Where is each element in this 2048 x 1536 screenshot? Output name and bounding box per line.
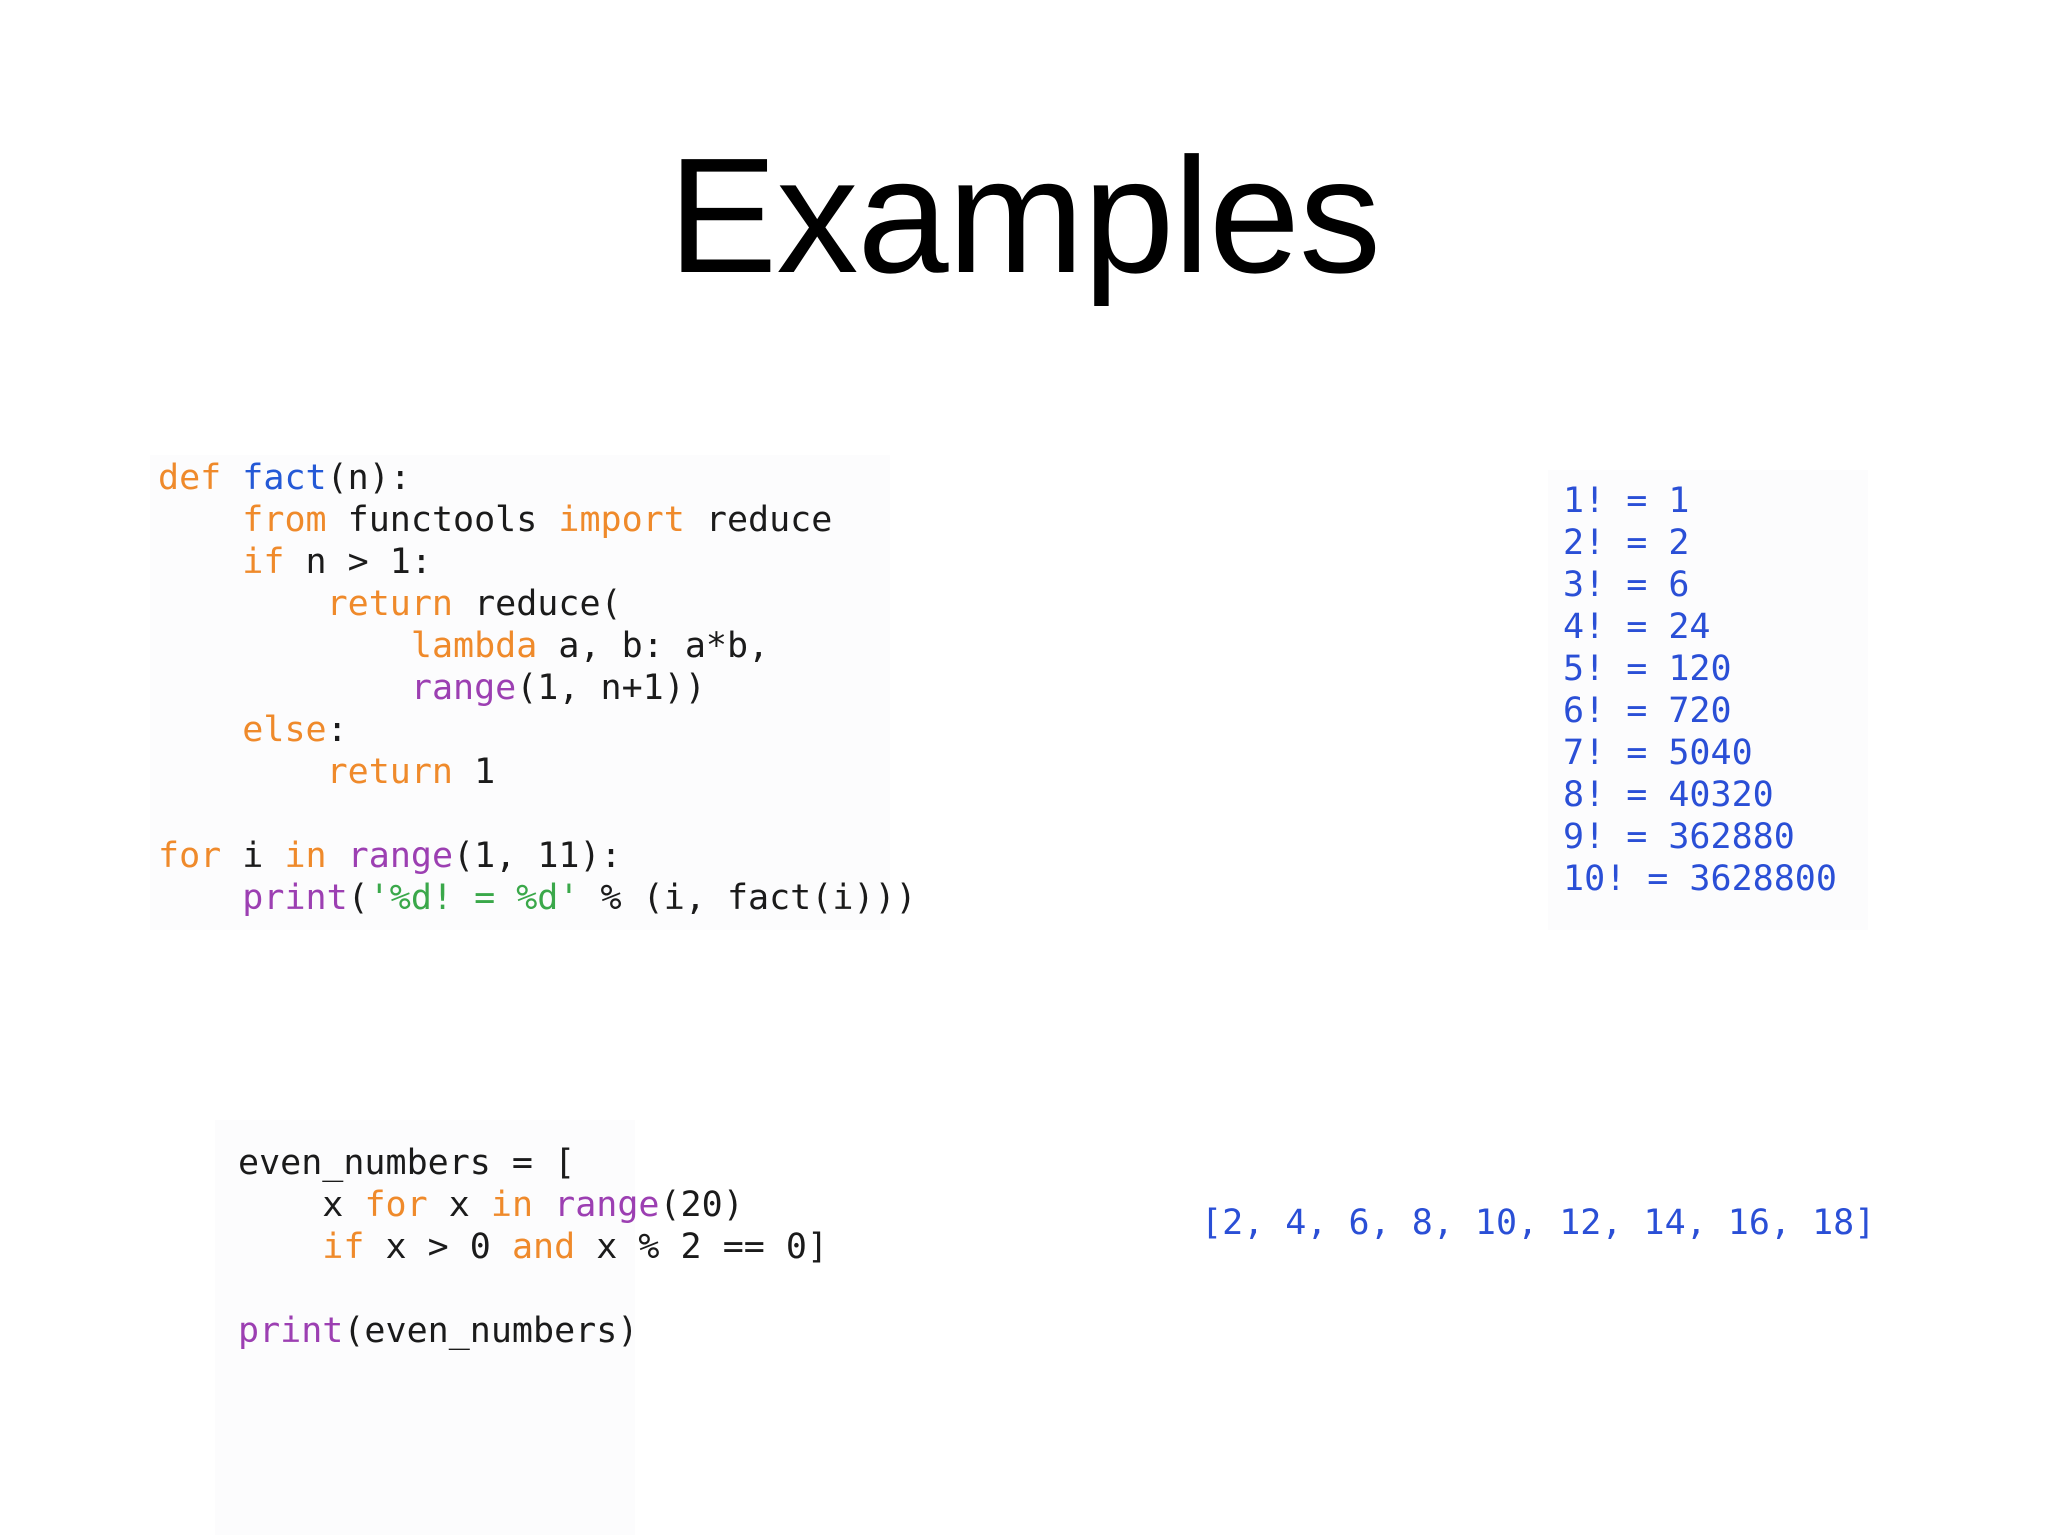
even-numbers-code: even_numbers = [ x for x in range(20) if… [238,1142,828,1352]
output-line: 1! = 1 [1563,481,1690,521]
code-line: if n > 1: [242,542,432,582]
factorial-code-panel [150,455,890,930]
code-line: print(even_numbers) [238,1311,639,1351]
output-line: 7! = 5040 [1563,733,1753,773]
output-line: 8! = 40320 [1563,775,1774,815]
slide-title: Examples [667,124,1381,307]
output-line: 10! = 3628800 [1563,859,1837,899]
code-line: x for x in range(20) [322,1185,744,1225]
even-numbers-code-panel [215,1120,635,1535]
code-line: from functools import reduce [242,500,833,540]
code-line: else: [242,710,348,750]
factorial-output: 1! = 1 2! = 2 3! = 6 4! = 24 5! = 120 6!… [1563,480,1837,900]
code-line: range(1, n+1)) [410,668,706,708]
output-line: 4! = 24 [1563,607,1711,647]
factorial-code: def fact(n): from functools import reduc… [158,457,917,919]
output-line: 9! = 362880 [1563,817,1795,857]
output-line: 3! = 6 [1563,565,1690,605]
output-line: 6! = 720 [1563,691,1732,731]
code-line: lambda a, b: a*b, [410,626,770,666]
code-line: if x > 0 and x % 2 == 0] [322,1227,829,1267]
factorial-output-panel [1548,470,1868,930]
code-line: even_numbers = [ [238,1143,576,1183]
output-line: 2! = 2 [1563,523,1690,563]
code-line: return 1 [326,752,496,792]
output-line: 5! = 120 [1563,649,1732,689]
even-numbers-output: [2, 4, 6, 8, 10, 12, 14, 16, 18] [1201,1203,1876,1243]
code-line: def fact(n): [158,458,411,498]
code-line: for i in range(1, 11): [158,836,622,876]
code-line: print('%d! = %d' % (i, fact(i))) [242,878,917,918]
code-line: return reduce( [326,584,622,624]
